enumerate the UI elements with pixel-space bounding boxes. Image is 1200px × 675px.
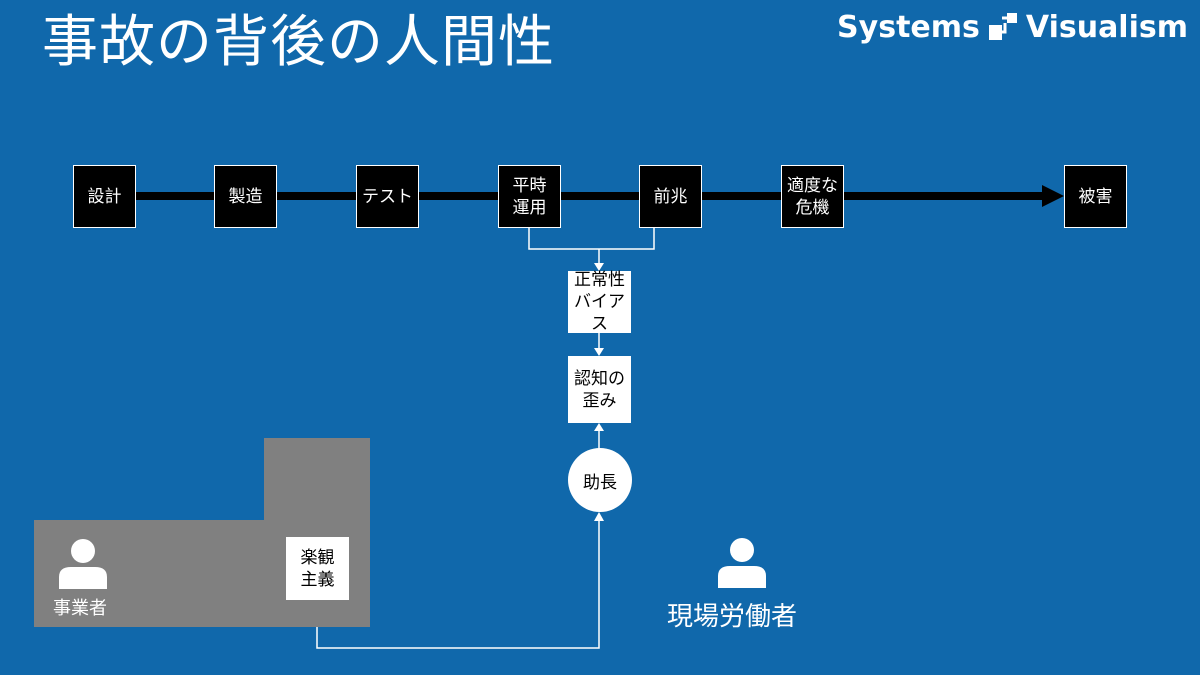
timeline-damage: 被害 <box>1064 165 1127 228</box>
business-label: 事業者 <box>53 598 107 619</box>
timeline-manufacture: 製造 <box>214 165 277 228</box>
promote-circle: 助長 <box>568 448 632 512</box>
timeline-arrow-head <box>1042 185 1064 207</box>
timeline-moderate-crisis: 適度な 危機 <box>781 165 844 228</box>
timeline-precursor: 前兆 <box>639 165 702 228</box>
arrowhead-to-promote <box>594 512 604 521</box>
arrowhead-to-distortion <box>594 348 604 356</box>
timeline-normal-operation: 平時 運用 <box>498 165 561 228</box>
arrowhead-to-distortion-up <box>594 423 604 431</box>
brand-text-left: Systems <box>837 9 980 45</box>
page-title: 事故の背後の人間性 <box>42 10 555 75</box>
arrowhead-to-bias <box>594 263 604 271</box>
bracket-connector <box>528 228 655 250</box>
optimism-box: 楽観 主義 <box>286 537 349 600</box>
business-person-icon <box>59 539 107 589</box>
worker-label: 現場労働者 <box>667 602 798 632</box>
timeline-test: テスト <box>356 165 419 228</box>
normalcy-bias-box: 正常性 バイアス <box>568 270 631 334</box>
brand-text-right: Visualism <box>1025 9 1188 45</box>
business-area-upper <box>264 438 370 528</box>
brand-logo: Systems Visualism <box>837 9 1188 45</box>
systems-visualism-icon <box>988 12 1018 42</box>
cognitive-distortion-box: 認知の 歪み <box>568 356 631 423</box>
worker-person-icon <box>718 538 766 588</box>
timeline-design: 設計 <box>73 165 136 228</box>
